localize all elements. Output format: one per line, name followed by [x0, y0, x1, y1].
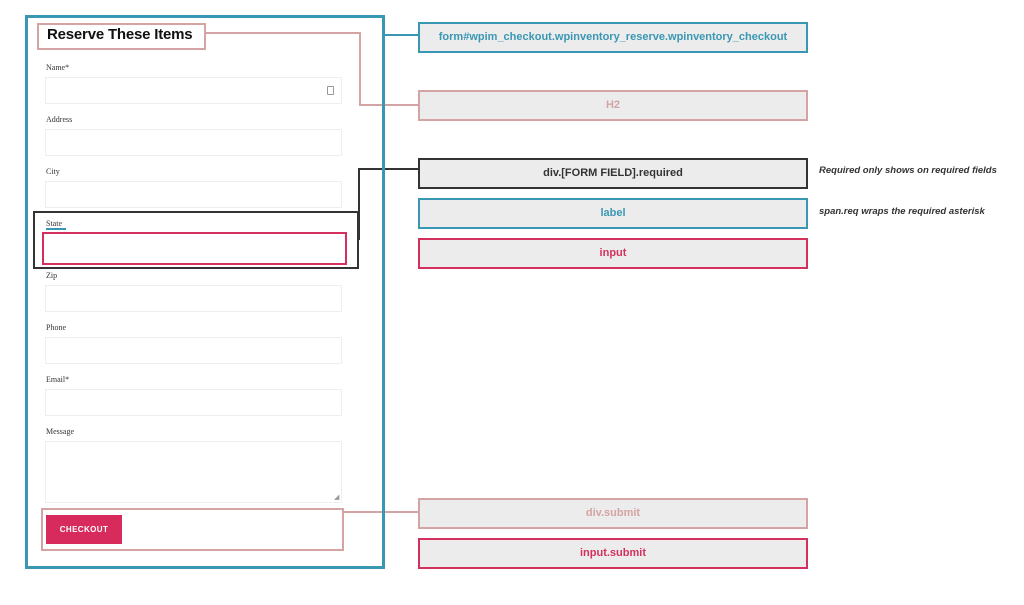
message-label: Message	[46, 427, 74, 436]
address-input[interactable]	[45, 129, 342, 156]
email-input[interactable]	[45, 389, 342, 416]
city-label: City	[46, 167, 60, 176]
name-label: Name*	[46, 63, 70, 72]
submit-outline	[41, 508, 344, 551]
message-textarea[interactable]	[45, 441, 342, 503]
connector-form-field	[358, 168, 420, 240]
email-label: Email*	[46, 375, 70, 384]
legend-div-submit: div.submit	[418, 498, 808, 529]
h2-outline	[37, 23, 206, 50]
form-heading: Reserve These Items	[47, 26, 193, 43]
phone-input[interactable]	[45, 337, 342, 364]
legend-label: label	[418, 198, 808, 229]
legend-h2: H2	[418, 90, 808, 121]
phone-label: Phone	[46, 323, 66, 332]
legend-input-submit: input.submit	[418, 538, 808, 569]
state-field-outline	[33, 211, 359, 269]
state-input[interactable]	[42, 232, 347, 265]
state-label: State	[46, 219, 62, 228]
name-input[interactable]	[45, 77, 342, 104]
resize-grip-icon[interactable]: ◢	[334, 494, 340, 501]
legend-form: form#wpim_checkout.wpinventory_reserve.w…	[418, 22, 808, 53]
checkout-button[interactable]: CHECKOUT	[46, 515, 122, 544]
zip-label: Zip	[46, 271, 58, 280]
zip-input[interactable]	[45, 285, 342, 312]
note-required: Required only shows on required fields	[819, 165, 997, 176]
state-label-highlight	[46, 228, 66, 230]
legend-input: input	[418, 238, 808, 269]
note-span-req: span.req wraps the required asterisk	[819, 206, 985, 217]
form-outline	[25, 15, 385, 569]
city-input[interactable]	[45, 181, 342, 208]
legend-form-field: div.[FORM FIELD].required	[418, 158, 808, 189]
address-label: Address	[46, 115, 73, 124]
connector-h2	[206, 32, 420, 106]
autofill-icon	[327, 86, 334, 95]
